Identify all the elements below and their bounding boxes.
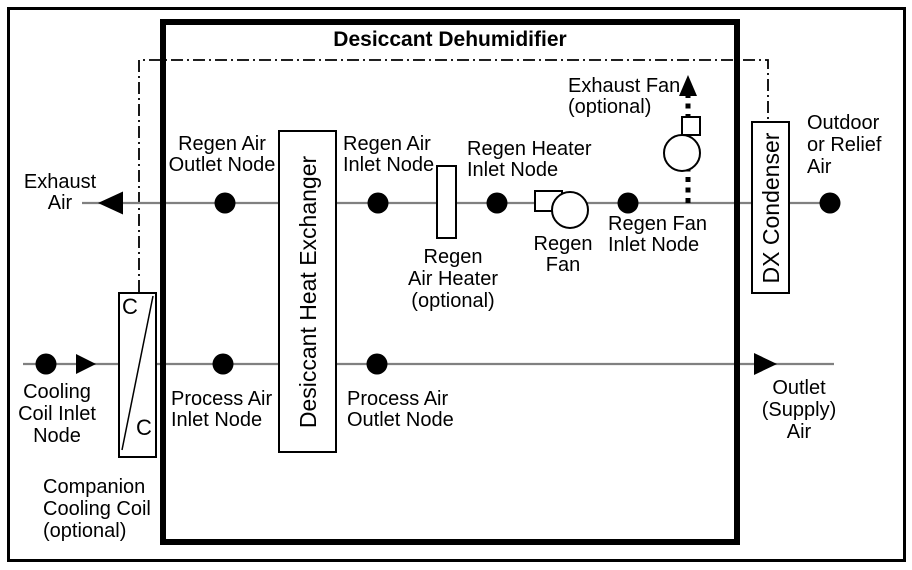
regen-fan-inlet-node-label: Regen Fan Inlet Node xyxy=(608,213,707,256)
desiccant-heat-exchanger-box xyxy=(278,130,337,453)
regen-air-outlet-node-label: Regen Air Outlet Node xyxy=(168,133,276,176)
regen-air-inlet-node-dot xyxy=(367,192,389,214)
regen-fan-wheel-icon xyxy=(551,191,589,229)
regen-fan-inlet-node-dot xyxy=(617,192,639,214)
regen-air-outlet-node-dot xyxy=(214,192,236,214)
regen-heater-inlet-node-label: Regen Heater Inlet Node xyxy=(467,138,592,181)
process-air-outlet-node-dot xyxy=(366,353,388,375)
dehumidifier-border xyxy=(160,19,740,545)
desiccant-heat-exchanger-label: Desiccant Heat Exchanger xyxy=(295,155,321,429)
exhaust-fan-scroll-icon xyxy=(681,116,701,136)
dx-condenser-label: DX Condenser xyxy=(758,132,784,284)
exhaust-fan-up-arrow xyxy=(679,75,697,96)
companion-cooling-coil-label: Companion Cooling Coil (optional) xyxy=(43,476,151,542)
coil-marker-top: C xyxy=(122,294,138,319)
regen-air-heater-box xyxy=(436,165,457,239)
process-air-inlet-node-label: Process Air Inlet Node xyxy=(171,388,273,431)
cooling-coil-diagonal xyxy=(121,295,154,451)
outlet-supply-air-label: Outlet (Supply) Air xyxy=(761,377,837,443)
process-air-inlet-node-dot xyxy=(212,353,234,375)
regen-air-inlet-node-label: Regen Air Inlet Node xyxy=(343,133,435,176)
cooling-coil-inlet-node-label: Cooling Coil Inlet Node xyxy=(18,381,96,447)
exhaust-fan-label: Exhaust Fan (optional) xyxy=(568,75,681,118)
outer-border xyxy=(7,7,906,562)
regen-heater-inlet-node-dot xyxy=(486,192,508,214)
exhaust-air-left-arrow xyxy=(98,191,123,215)
regen-fan-label: Regen Fan xyxy=(533,233,593,276)
regen-air-heater-label: Regen Air Heater (optional) xyxy=(407,246,499,312)
control-dash-dot-line xyxy=(138,59,769,292)
dx-condenser-box xyxy=(751,121,790,294)
cooling-coil-inlet-node-dot xyxy=(35,353,57,375)
process-air-outlet-node-label: Process Air Outlet Node xyxy=(347,388,454,431)
coil-marker-bottom: C xyxy=(136,415,152,440)
outdoor-relief-air-node-dot xyxy=(819,192,841,214)
cooling-coil-inlet-arrow xyxy=(76,354,96,374)
exhaust-air-label: Exhaust Air xyxy=(23,171,97,214)
outlet-supply-arrow xyxy=(754,353,777,375)
exhaust-fan-wheel-icon xyxy=(663,134,701,172)
diagram-title: Desiccant Dehumidifier xyxy=(333,28,567,51)
outdoor-or-relief-air-label: Outdoor or Relief Air xyxy=(807,112,882,178)
